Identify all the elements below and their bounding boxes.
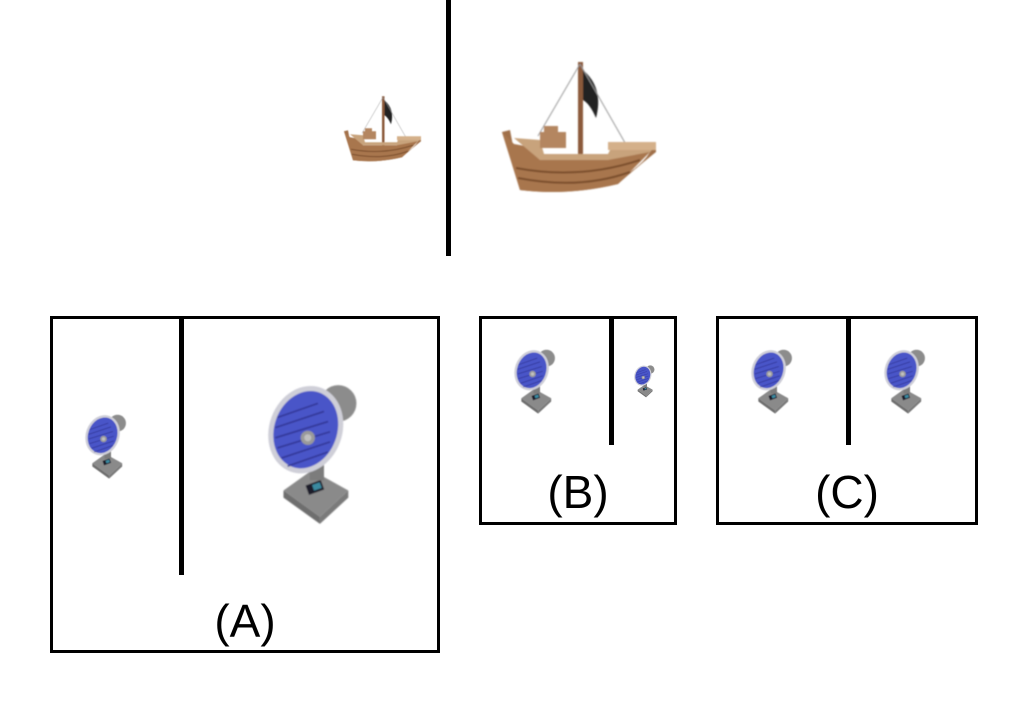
option-c-divider [846, 319, 851, 445]
desk-fan-icon [83, 411, 139, 481]
desk-fan-icon [882, 346, 938, 416]
desk-fan-icon [512, 346, 568, 416]
desk-fan-icon [633, 363, 661, 399]
desk-fan-icon [749, 346, 805, 416]
option-b-panel[interactable]: (B) [479, 316, 677, 525]
desk-fan-icon [263, 377, 385, 529]
option-a-label: (A) [214, 595, 276, 647]
ship-icon [500, 60, 660, 195]
option-b-divider [609, 319, 614, 445]
option-c-label: (C) [815, 466, 879, 518]
option-a-panel[interactable]: (A) [50, 316, 440, 653]
option-a-divider [179, 319, 184, 575]
option-c-panel[interactable]: (C) [716, 316, 978, 525]
example-divider [446, 0, 451, 256]
ship-icon [343, 95, 423, 163]
option-b-label: (B) [547, 466, 609, 518]
